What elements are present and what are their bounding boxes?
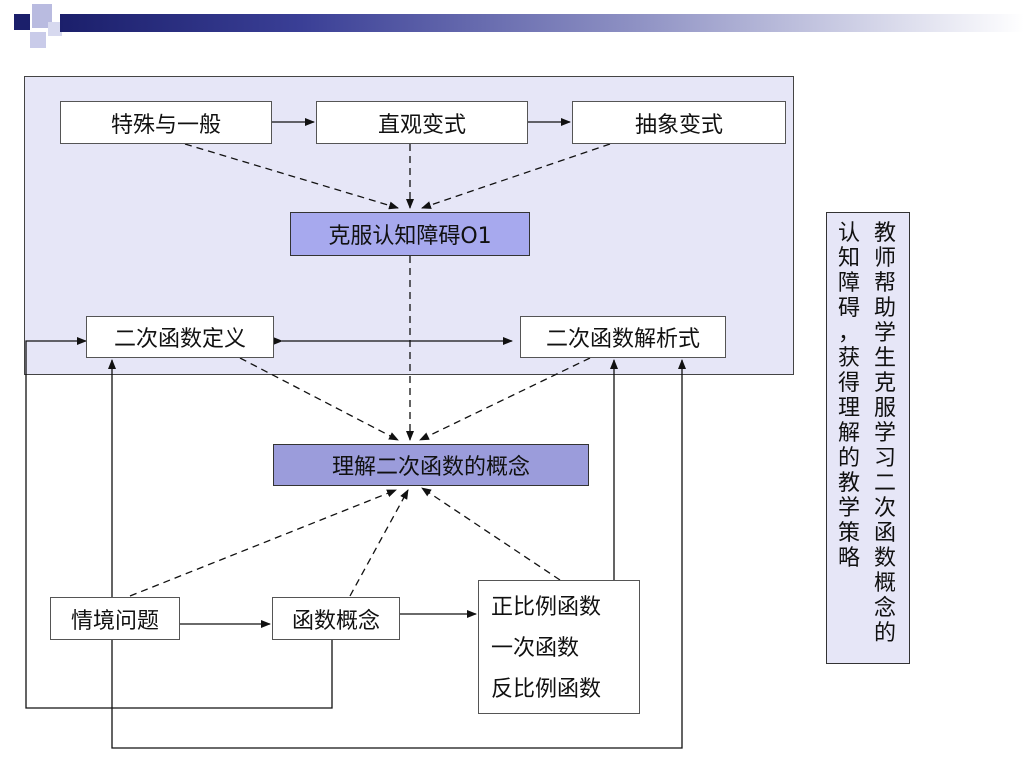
dash-situation-to-goal <box>129 489 397 597</box>
side-note-char: 障 <box>837 271 860 296</box>
side-note-char: 生 <box>873 346 896 371</box>
side-note-column-2: 认知障碍，获得理解的教学策略 <box>833 221 865 571</box>
corner-square-dark <box>14 14 30 30</box>
list-item: 反比例函数 <box>491 677 602 702</box>
side-note-char: ， <box>837 321 860 346</box>
side-note-char: 服 <box>873 396 896 421</box>
side-note-char: 学 <box>873 321 896 346</box>
dash-expression-to-goal <box>419 357 591 441</box>
side-note-char: 得 <box>837 371 860 396</box>
corner-square-light <box>30 32 46 48</box>
side-note-char: 教 <box>873 221 896 246</box>
box-abstract-variation: 抽象变式 <box>572 101 786 144</box>
box-quadratic-definition: 二次函数定义 <box>86 316 274 358</box>
corner-square-light <box>32 4 52 28</box>
side-note-char: 略 <box>837 546 860 571</box>
side-note-char: 知 <box>837 246 860 271</box>
side-note-char: 解 <box>837 421 860 446</box>
list-item: 一次函数 <box>491 636 580 661</box>
loop-list-to-definition <box>108 359 683 749</box>
side-note-char: 策 <box>837 521 860 546</box>
dash-function-to-goal <box>349 489 409 597</box>
side-note-column-1: 教师帮助学生克服学习二次函数概念的 <box>869 221 901 646</box>
box-intuitive-variation: 直观变式 <box>316 101 528 144</box>
side-note-char: 帮 <box>873 271 896 296</box>
side-note-char: 学 <box>837 496 860 521</box>
side-note-char: 师 <box>873 246 896 271</box>
box-related-functions: 正比例函数 一次函数 反比例函数 <box>478 580 640 714</box>
side-note-char: 次 <box>873 496 896 521</box>
side-note-char: 概 <box>873 571 896 596</box>
side-note-char: 认 <box>837 221 860 246</box>
dash-definition-to-goal <box>239 357 399 441</box>
box-situation-problem: 情境问题 <box>50 597 180 640</box>
side-note-char: 理 <box>837 396 860 421</box>
box-function-concept: 函数概念 <box>272 597 400 640</box>
corner-square-light <box>48 22 62 36</box>
box-understand-concept: 理解二次函数的概念 <box>273 444 589 486</box>
side-note-char: 学 <box>873 421 896 446</box>
loop-function-to-definition <box>25 337 333 709</box>
side-note-char: 的 <box>837 446 860 471</box>
side-note-char: 习 <box>873 446 896 471</box>
side-note-char: 碍 <box>837 296 860 321</box>
side-note-char: 助 <box>873 296 896 321</box>
dash-list-to-goal <box>421 487 561 581</box>
side-note-char: 的 <box>873 621 896 646</box>
side-note-char: 念 <box>873 596 896 621</box>
title-bar-gradient <box>60 14 1024 32</box>
dash-special-to-core <box>184 143 399 210</box>
box-special-general: 特殊与一般 <box>60 101 272 144</box>
side-note-char: 教 <box>837 471 860 496</box>
side-note-char: 克 <box>873 371 896 396</box>
side-note-char: 函 <box>873 521 896 546</box>
side-note-char: 数 <box>873 546 896 571</box>
side-note: 教师帮助学生克服学习二次函数概念的 认知障碍，获得理解的教学策略 <box>826 212 910 664</box>
side-note-char: 获 <box>837 346 860 371</box>
box-overcome-obstacle: 克服认知障碍O1 <box>290 212 530 256</box>
box-quadratic-expression: 二次函数解析式 <box>520 316 726 358</box>
list-item: 正比例函数 <box>491 595 602 620</box>
side-note-char: 二 <box>873 471 896 496</box>
dash-abstract-to-core <box>421 143 611 209</box>
